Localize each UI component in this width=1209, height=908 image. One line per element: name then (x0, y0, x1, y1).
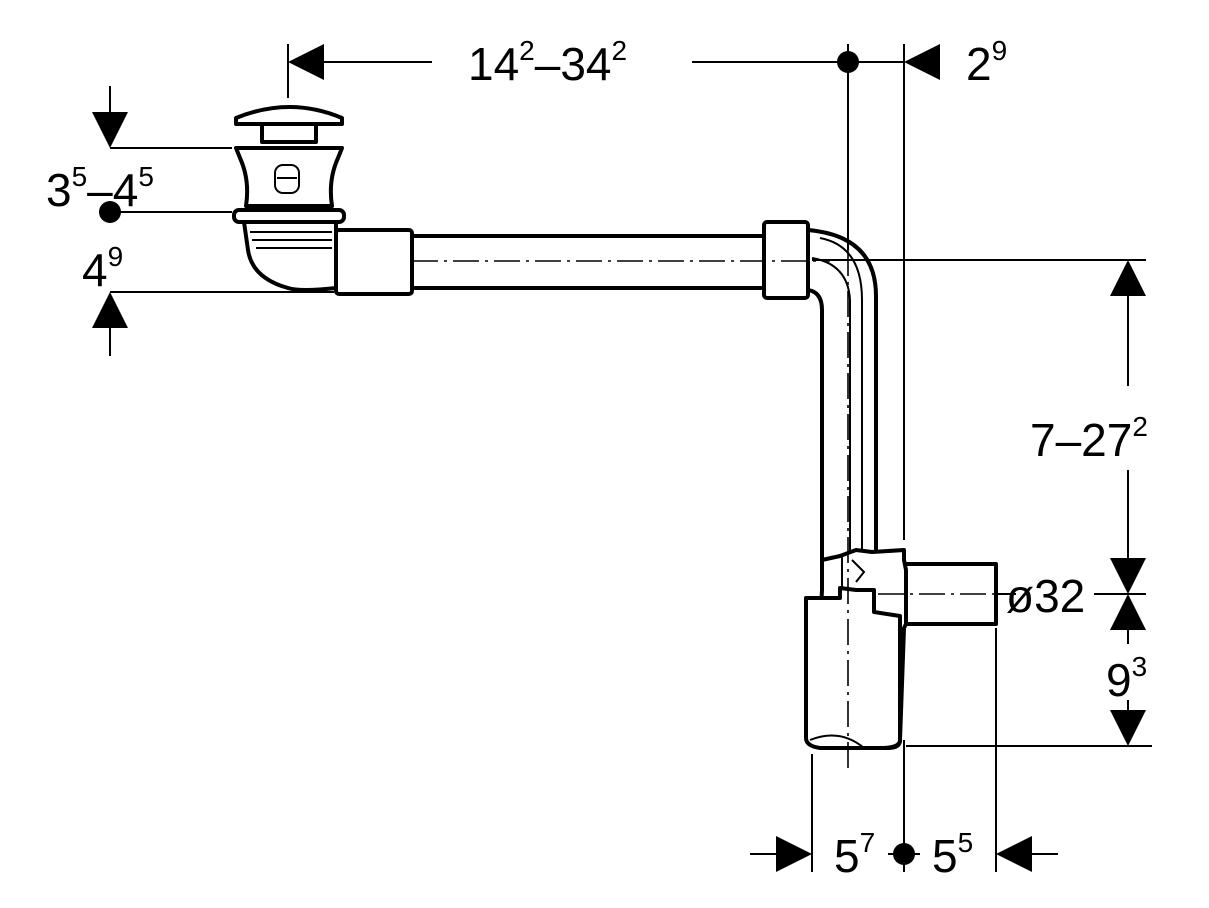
pipe-elbow (806, 228, 878, 562)
dimension-valve-height: 35–45 (46, 86, 154, 223)
dimension-trap-left: 57 (834, 827, 875, 882)
dimension-offset-top: 29 (904, 35, 1007, 90)
dimension-outlet-diameter: ø32 (1006, 570, 1085, 622)
bottle-trap (804, 548, 998, 750)
svg-text:7–272: 7–272 (1030, 411, 1148, 466)
dimension-trap-right: 55 (932, 827, 973, 882)
pop-up-waste-valve (232, 105, 346, 292)
pipe-coupling-right (762, 220, 810, 300)
valve-slot (274, 164, 300, 194)
vertical-drain-pipe (806, 228, 878, 562)
horizontal-drain-pipe (334, 220, 810, 300)
svg-text:ø32: ø32 (1006, 570, 1085, 622)
dimension-vertical-length: 7–272 (1030, 260, 1148, 594)
valve-cap (234, 105, 344, 126)
svg-text:35–45: 35–45 (46, 161, 154, 216)
svg-text:49: 49 (82, 241, 123, 296)
center-lines (412, 250, 996, 768)
extension-lines (110, 44, 1152, 872)
svg-text:93: 93 (1106, 651, 1147, 706)
svg-text:142–342: 142–342 (468, 35, 627, 90)
valve-stem-collar (260, 122, 318, 144)
dimension-trap-width: 57 55 (750, 827, 1058, 882)
dimension-valve-offset: 49 (82, 241, 128, 356)
dimension-outlet-height: 93 (1106, 594, 1147, 746)
horizontal-pipe (410, 234, 768, 290)
svg-text:29: 29 (966, 35, 1007, 90)
trap-bottle (804, 586, 902, 750)
pipe-coupling-left (334, 228, 414, 296)
dimension-horizontal-length: 142–342 (288, 35, 904, 90)
